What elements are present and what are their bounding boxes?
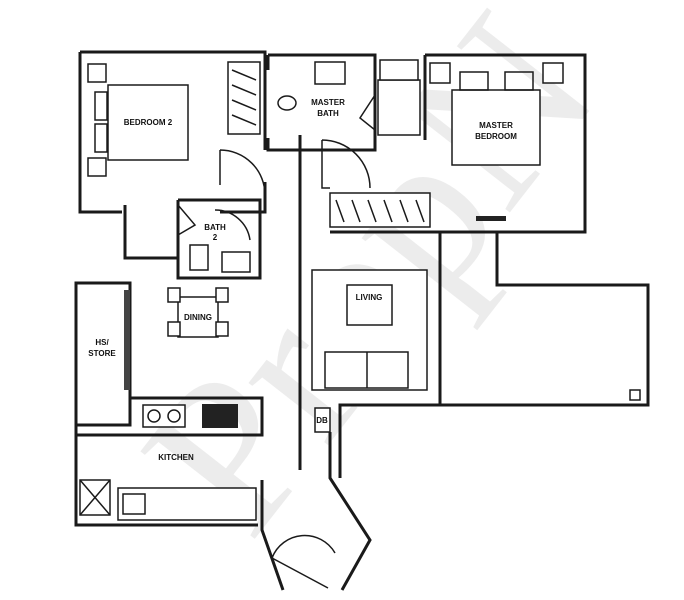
corridor-walls — [260, 135, 372, 591]
window — [87, 157, 107, 177]
sink — [314, 61, 346, 85]
room-label-master-bedroom: MASTER — [479, 121, 513, 130]
distribution-board — [314, 407, 331, 433]
closet — [377, 79, 421, 136]
room-label-bath-2-num: 2 — [213, 233, 218, 242]
hob — [202, 404, 238, 428]
window — [542, 62, 564, 84]
door-bedroom-2 — [219, 149, 266, 196]
room-label-dining: DINING — [184, 313, 212, 322]
wardrobe — [227, 61, 261, 135]
window — [429, 62, 451, 84]
dining-table — [177, 296, 219, 338]
room-label-db: DB — [316, 416, 328, 425]
room-label-living: LIVING — [356, 293, 383, 302]
wardrobe — [329, 192, 431, 228]
room-label-hs: HS/ — [95, 338, 109, 347]
room-label-kitchen: KITCHEN — [158, 453, 194, 462]
room-label-master-bedroom-2: BEDROOM — [475, 132, 517, 141]
coffee-table — [346, 284, 393, 326]
room-label-master-bath: MASTER — [311, 98, 345, 107]
master-bath: MASTER BATH — [266, 53, 421, 152]
room-label-bedroom-2: BEDROOM 2 — [124, 118, 173, 127]
bed — [451, 89, 541, 166]
entrance-door[interactable] — [271, 534, 336, 589]
kitchen: KITCHEN — [74, 283, 264, 527]
master-bedroom: MASTER BEDROOM — [321, 53, 587, 270]
toilet — [189, 244, 209, 271]
balcony — [338, 232, 650, 478]
bedroom-2: BEDROOM 2 — [78, 50, 267, 214]
bed — [107, 84, 189, 161]
kitchen-sink — [142, 404, 186, 428]
room-label-bath-2: BATH — [204, 223, 226, 232]
toilet — [277, 95, 297, 111]
bath-2: BATH 2 — [123, 198, 262, 280]
room-label-store: STORE — [88, 349, 116, 358]
sink — [221, 251, 251, 273]
window — [87, 63, 107, 83]
room-label-master-bath-2: BATH — [317, 109, 339, 118]
living: LIVING — [311, 269, 442, 405]
dining: DINING — [167, 287, 229, 338]
